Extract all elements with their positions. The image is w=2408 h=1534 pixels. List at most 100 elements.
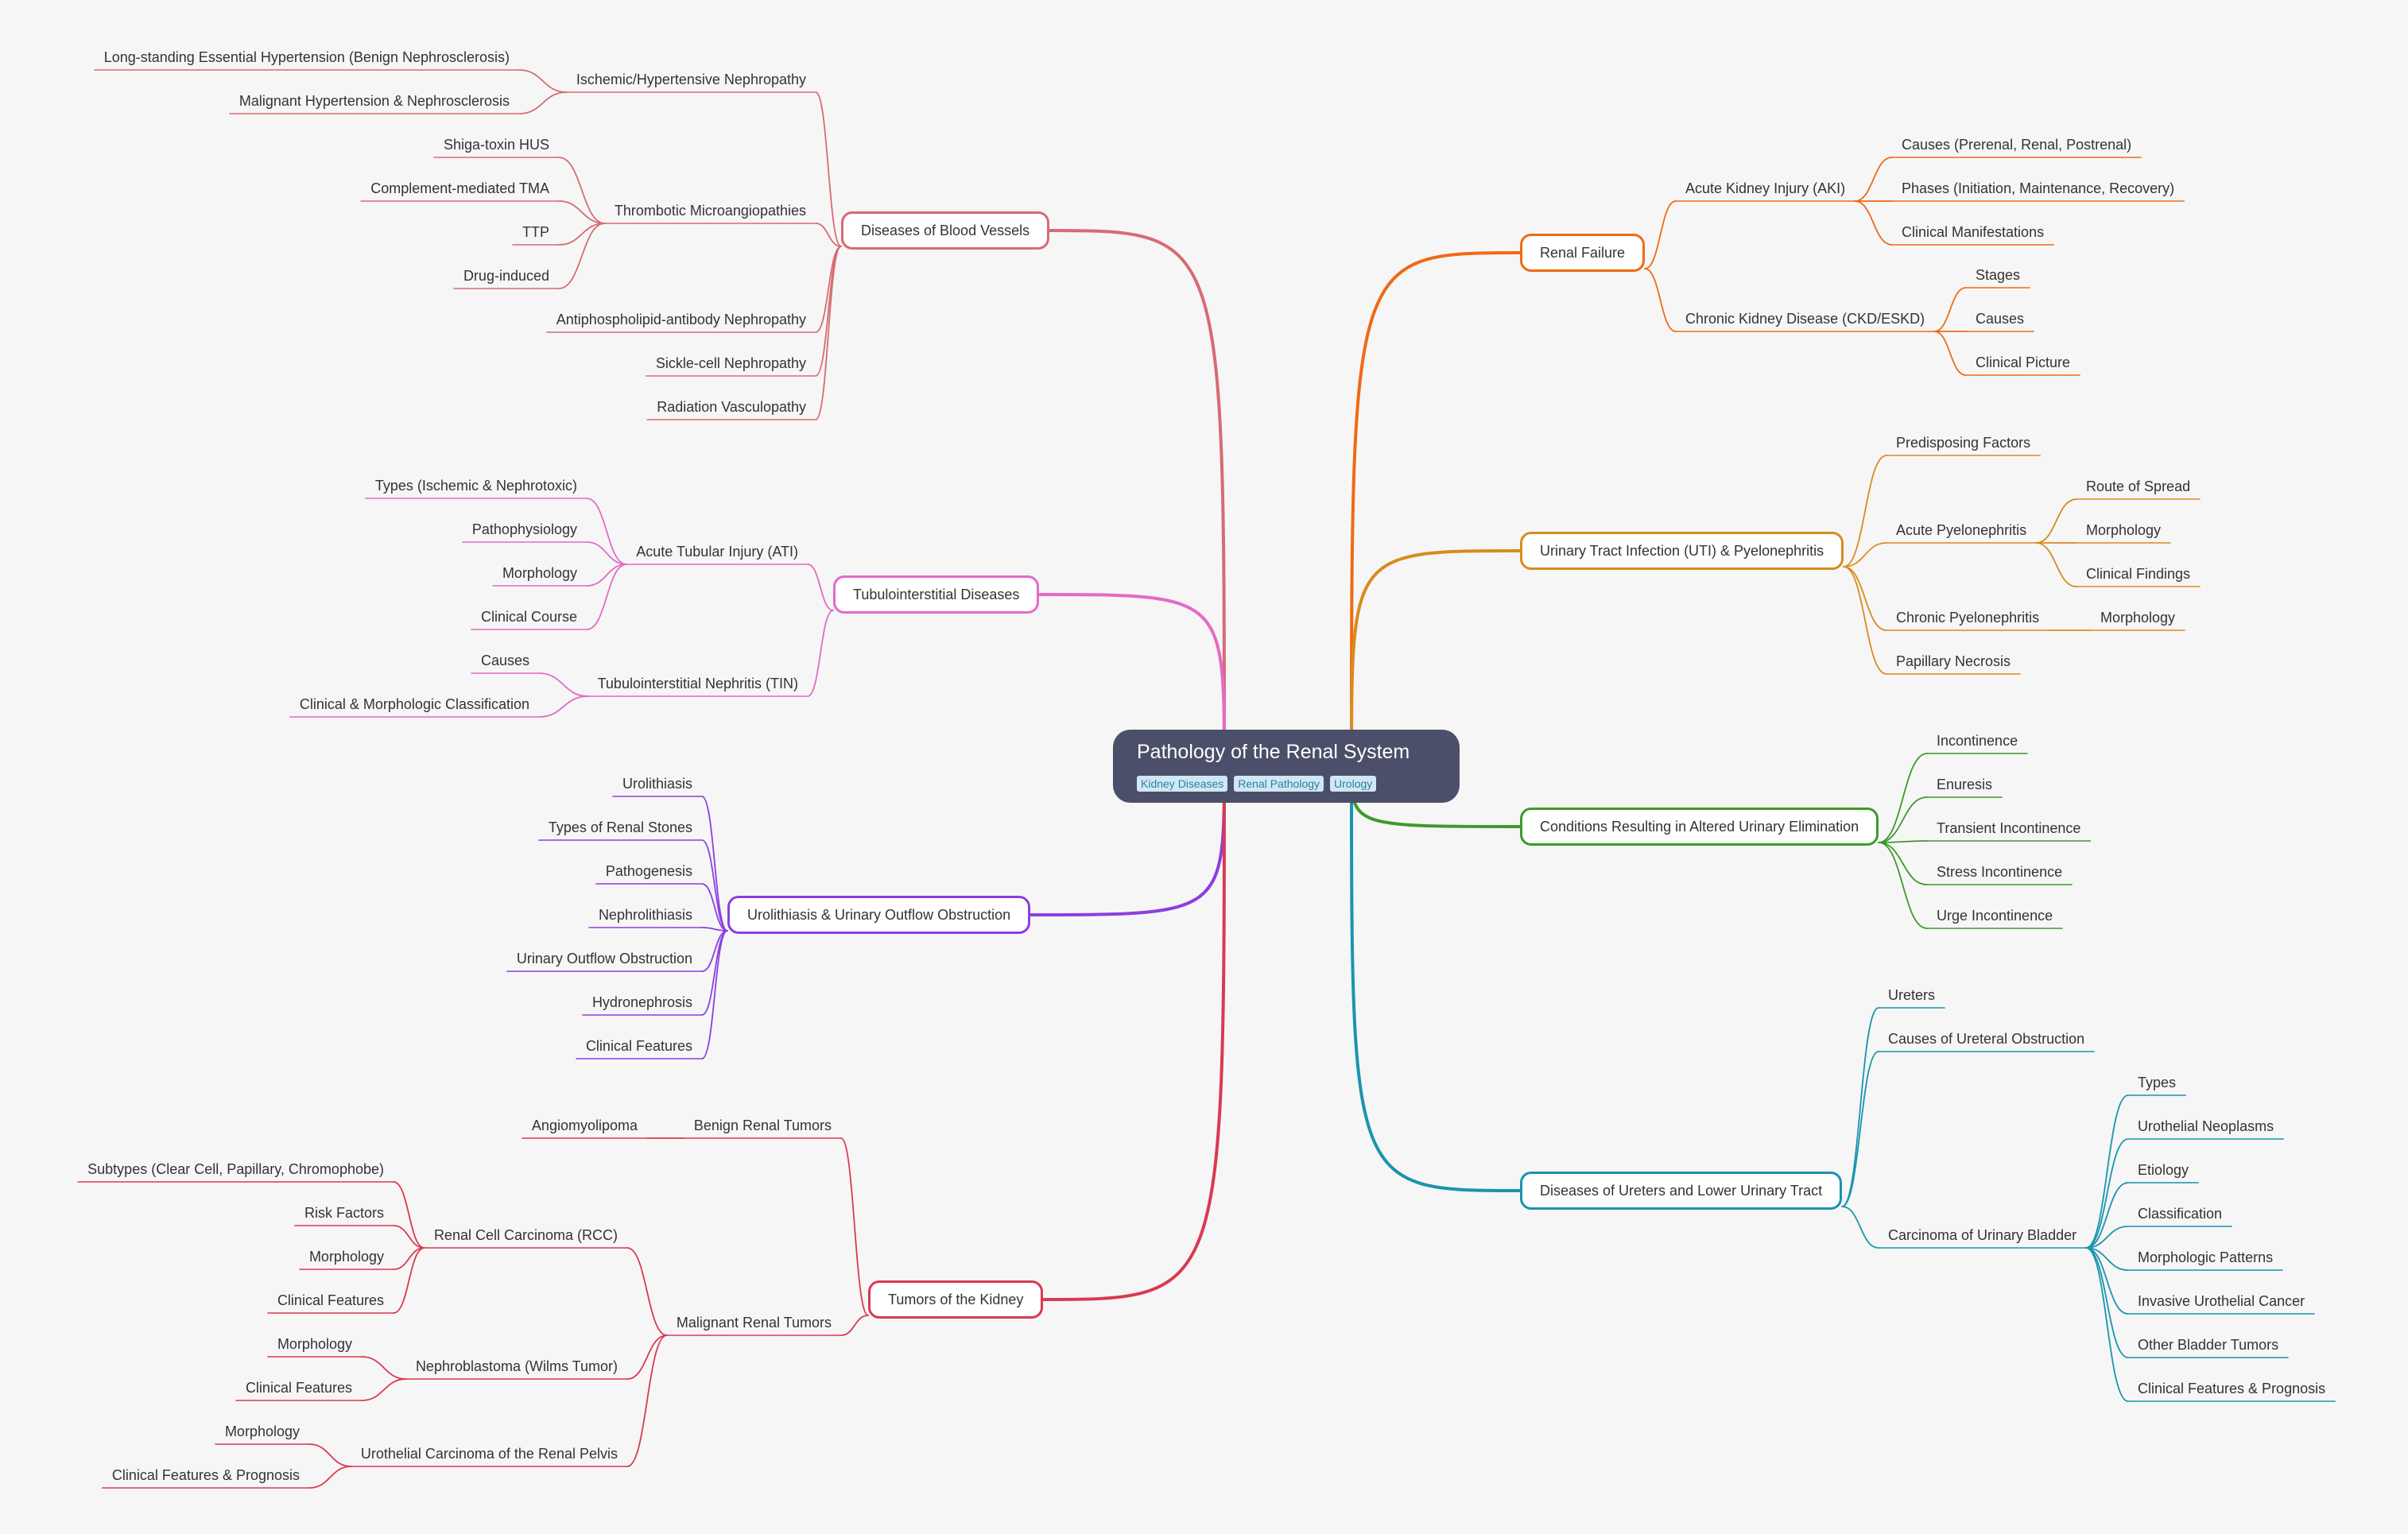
connector-line xyxy=(815,91,842,247)
node-enuresis[interactable]: Enuresis xyxy=(1937,777,1992,792)
node-other-bladder-tumors[interactable]: Other Bladder Tumors xyxy=(2138,1337,2278,1353)
node-clinical-features[interactable]: Clinical Features xyxy=(586,1038,692,1054)
node-ureters[interactable]: Ureters xyxy=(1888,987,1935,1003)
node-long-standing-essential-hypertension-benign-nephrosclerosis[interactable]: Long-standing Essential Hypertension (Be… xyxy=(104,49,510,65)
node-urge-incontinence[interactable]: Urge Incontinence xyxy=(1937,908,2053,924)
node-morphology[interactable]: Morphology xyxy=(277,1336,352,1352)
node-clinical-features[interactable]: Clinical Features xyxy=(246,1380,352,1396)
node-types-of-renal-stones[interactable]: Types of Renal Stones xyxy=(549,819,692,835)
node-etiology[interactable]: Etiology xyxy=(2138,1162,2189,1178)
node-radiation-vasculopathy[interactable]: Radiation Vasculopathy xyxy=(657,399,806,415)
main-topic-conditions-resulting-in-altered-urinary-elimination[interactable]: Conditions Resulting in Altered Urinary … xyxy=(1520,808,1879,846)
node-benign-renal-tumors[interactable]: Benign Renal Tumors xyxy=(694,1118,832,1133)
node-phases-initiation-maintenance-recovery[interactable]: Phases (Initiation, Maintenance, Recover… xyxy=(1902,180,2174,196)
node-carcinoma-of-urinary-bladder[interactable]: Carcinoma of Urinary Bladder xyxy=(1888,1227,2076,1243)
node-malignant-hypertension-nephrosclerosis[interactable]: Malignant Hypertension & Nephrosclerosis xyxy=(239,93,510,109)
node-acute-tubular-injury-ati[interactable]: Acute Tubular Injury (ATI) xyxy=(636,544,798,560)
node-causes-prerenal-renal-postrenal[interactable]: Causes (Prerenal, Renal, Postrenal) xyxy=(1902,137,2131,153)
node-nephroblastoma-wilms-tumor[interactable]: Nephroblastoma (Wilms Tumor) xyxy=(416,1358,618,1374)
node-transient-incontinence[interactable]: Transient Incontinence xyxy=(1937,820,2080,836)
node-morphology[interactable]: Morphology xyxy=(225,1424,300,1439)
node-clinical-picture[interactable]: Clinical Picture xyxy=(1976,354,2070,370)
node-pathophysiology[interactable]: Pathophysiology xyxy=(472,521,577,537)
node-acute-kidney-injury-aki[interactable]: Acute Kidney Injury (AKI) xyxy=(1685,180,1845,196)
node-nephrolithiasis[interactable]: Nephrolithiasis xyxy=(599,907,692,923)
connector-line xyxy=(1878,842,1928,929)
node-clinical-features-prognosis[interactable]: Clinical Features & Prognosis xyxy=(2138,1381,2325,1396)
central-topic[interactable]: Pathology of the Renal System Kidney Dis… xyxy=(1113,730,1460,803)
connector-line xyxy=(1854,157,1893,202)
node-urolithiasis[interactable]: Urolithiasis xyxy=(622,776,692,792)
main-topic-renal-failure[interactable]: Renal Failure xyxy=(1520,234,1646,272)
node-classification[interactable]: Classification xyxy=(2138,1206,2222,1222)
node-sickle-cell-nephropathy[interactable]: Sickle-cell Nephropathy xyxy=(656,355,806,371)
connector-line xyxy=(361,1378,407,1401)
node-chronic-pyelonephritis[interactable]: Chronic Pyelonephritis xyxy=(1896,610,2039,626)
node-morphology[interactable]: Morphology xyxy=(2086,522,2161,538)
connector-line xyxy=(538,672,589,697)
node-morphologic-patterns[interactable]: Morphologic Patterns xyxy=(2138,1249,2273,1265)
tag-renal-pathology[interactable]: Renal Pathology xyxy=(1234,776,1324,792)
node-pathogenesis[interactable]: Pathogenesis xyxy=(606,863,692,879)
node-ischemic-hypertensive-nephropathy[interactable]: Ischemic/Hypertensive Nephropathy xyxy=(576,72,806,87)
node-ttp[interactable]: TTP xyxy=(522,224,549,240)
node-types-ischemic-nephrotoxic[interactable]: Types (Ischemic & Nephrotoxic) xyxy=(375,478,577,494)
node-renal-cell-carcinoma-rcc[interactable]: Renal Cell Carcinoma (RCC) xyxy=(434,1227,618,1243)
connector-line xyxy=(1854,200,1893,246)
main-topic-diseases-of-ureters-and-lower-urinary-tract[interactable]: Diseases of Ureters and Lower Urinary Tr… xyxy=(1520,1172,1843,1210)
connector-line xyxy=(626,1335,668,1467)
connector-line xyxy=(2035,542,2077,587)
node-clinical-course[interactable]: Clinical Course xyxy=(481,609,577,625)
node-tubulointerstitial-nephritis-tin[interactable]: Tubulointerstitial Nephritis (TIN) xyxy=(598,676,798,691)
connector-line xyxy=(2085,1247,2129,1402)
node-urothelial-neoplasms[interactable]: Urothelial Neoplasms xyxy=(2138,1118,2274,1134)
connector-line xyxy=(1843,542,1887,568)
node-causes-of-ureteral-obstruction[interactable]: Causes of Ureteral Obstruction xyxy=(1888,1031,2084,1047)
node-angiomyolipoma[interactable]: Angiomyolipoma xyxy=(532,1118,638,1133)
node-drug-induced[interactable]: Drug-induced xyxy=(463,268,549,284)
node-incontinence[interactable]: Incontinence xyxy=(1937,733,2018,749)
connector-line xyxy=(558,223,606,289)
node-invasive-urothelial-cancer[interactable]: Invasive Urothelial Cancer xyxy=(2138,1293,2305,1309)
node-morphology[interactable]: Morphology xyxy=(309,1249,384,1265)
connector-line xyxy=(701,930,728,972)
node-stages[interactable]: Stages xyxy=(1976,267,2020,283)
connector-line xyxy=(1878,842,1928,885)
node-clinical-features-prognosis[interactable]: Clinical Features & Prognosis xyxy=(112,1467,300,1483)
node-shiga-toxin-hus[interactable]: Shiga-toxin HUS xyxy=(444,137,549,153)
node-risk-factors[interactable]: Risk Factors xyxy=(304,1205,384,1221)
node-clinical-manifestations[interactable]: Clinical Manifestations xyxy=(1902,224,2044,240)
connector-line xyxy=(586,564,628,587)
node-types[interactable]: Types xyxy=(2138,1075,2176,1090)
node-causes[interactable]: Causes xyxy=(1976,311,2024,327)
node-thrombotic-microangiopathies[interactable]: Thrombotic Microangiopathies xyxy=(615,203,806,219)
connector-line xyxy=(815,246,842,377)
node-complement-mediated-tma[interactable]: Complement-mediated TMA xyxy=(370,180,549,196)
node-antiphospholipid-antibody-nephropathy[interactable]: Antiphospholipid-antibody Nephropathy xyxy=(556,312,806,327)
node-papillary-necrosis[interactable]: Papillary Necrosis xyxy=(1896,653,2011,669)
node-acute-pyelonephritis[interactable]: Acute Pyelonephritis xyxy=(1896,522,2026,538)
node-causes[interactable]: Causes xyxy=(481,653,529,668)
node-urothelial-carcinoma-of-the-renal-pelvis[interactable]: Urothelial Carcinoma of the Renal Pelvis xyxy=(361,1446,618,1462)
main-topic-urolithiasis-urinary-outflow-obstruction[interactable]: Urolithiasis & Urinary Outflow Obstructi… xyxy=(727,896,1031,934)
node-stress-incontinence[interactable]: Stress Incontinence xyxy=(1937,864,2062,880)
main-topic-tubulointerstitial-diseases[interactable]: Tubulointerstitial Diseases xyxy=(833,575,1040,614)
tag-kidney-diseases[interactable]: Kidney Diseases xyxy=(1137,776,1228,792)
tag-urology[interactable]: Urology xyxy=(1330,776,1377,792)
node-clinical-morphologic-classification[interactable]: Clinical & Morphologic Classification xyxy=(300,696,529,712)
node-predisposing-factors[interactable]: Predisposing Factors xyxy=(1896,435,2030,451)
node-route-of-spread[interactable]: Route of Spread xyxy=(2086,478,2190,494)
connector-line xyxy=(807,564,834,611)
node-hydronephrosis[interactable]: Hydronephrosis xyxy=(592,994,692,1010)
node-subtypes-clear-cell-papillary-chromophobe[interactable]: Subtypes (Clear Cell, Papillary, Chromop… xyxy=(87,1161,384,1177)
node-clinical-features[interactable]: Clinical Features xyxy=(277,1292,384,1308)
main-topic-tumors-of-the-kidney[interactable]: Tumors of the Kidney xyxy=(868,1280,1044,1319)
node-clinical-findings[interactable]: Clinical Findings xyxy=(2086,566,2190,582)
main-topic-diseases-of-blood-vessels[interactable]: Diseases of Blood Vessels xyxy=(841,211,1050,250)
node-malignant-renal-tumors[interactable]: Malignant Renal Tumors xyxy=(677,1315,832,1331)
node-urinary-outflow-obstruction[interactable]: Urinary Outflow Obstruction xyxy=(517,951,692,966)
node-chronic-kidney-disease-ckd-eskd[interactable]: Chronic Kidney Disease (CKD/ESKD) xyxy=(1685,311,1925,327)
main-topic-urinary-tract-infection-uti-pyelonephritis[interactable]: Urinary Tract Infection (UTI) & Pyelonep… xyxy=(1520,532,1844,570)
node-morphology[interactable]: Morphology xyxy=(2100,610,2175,626)
node-morphology[interactable]: Morphology xyxy=(502,565,577,581)
